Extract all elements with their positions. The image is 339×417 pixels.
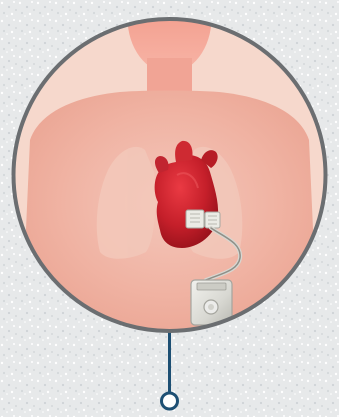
controller-device [191, 280, 232, 325]
heart-pump-device [186, 210, 220, 228]
